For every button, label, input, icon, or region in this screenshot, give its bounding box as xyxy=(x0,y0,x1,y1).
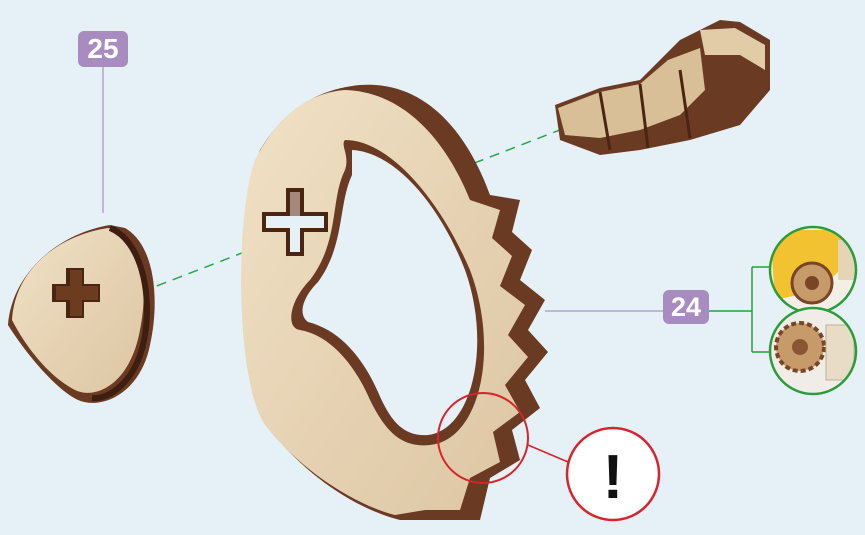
warning-leader xyxy=(528,445,568,462)
detail-view-wheel xyxy=(768,225,860,317)
detail-bracket xyxy=(709,267,769,352)
detail-view-gear xyxy=(768,306,860,398)
step-badge-24: 24 xyxy=(663,290,709,324)
part-shaft-block xyxy=(555,20,770,155)
part-disc-25 xyxy=(8,225,155,403)
part-cam-gear xyxy=(241,85,548,520)
step-badge-25: 25 xyxy=(78,31,128,67)
step-number-25: 25 xyxy=(87,33,118,65)
warning-icon: ! xyxy=(567,428,659,520)
warning-mark: ! xyxy=(603,443,624,512)
step-number-24: 24 xyxy=(671,292,701,323)
